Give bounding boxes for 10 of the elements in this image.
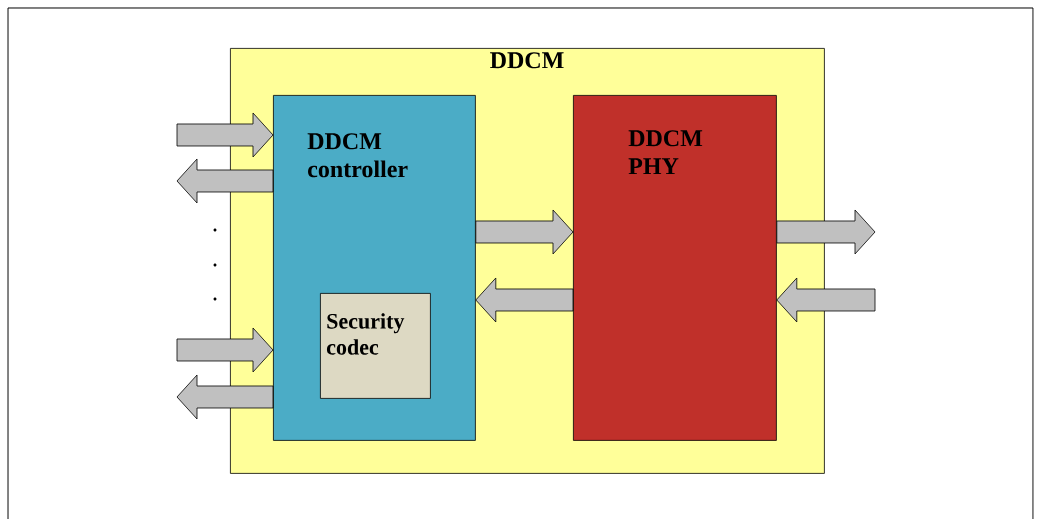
block-arrow (176, 112, 274, 158)
codec-box: Security codec (320, 293, 431, 399)
block-arrow (475, 277, 574, 323)
block-arrow (776, 277, 876, 323)
block-arrow (176, 158, 274, 204)
phy-box: DDCM PHY (573, 95, 777, 441)
block-arrow (776, 209, 876, 255)
block-arrow (475, 209, 574, 255)
block-arrow (176, 374, 274, 420)
block-arrow (176, 327, 274, 373)
